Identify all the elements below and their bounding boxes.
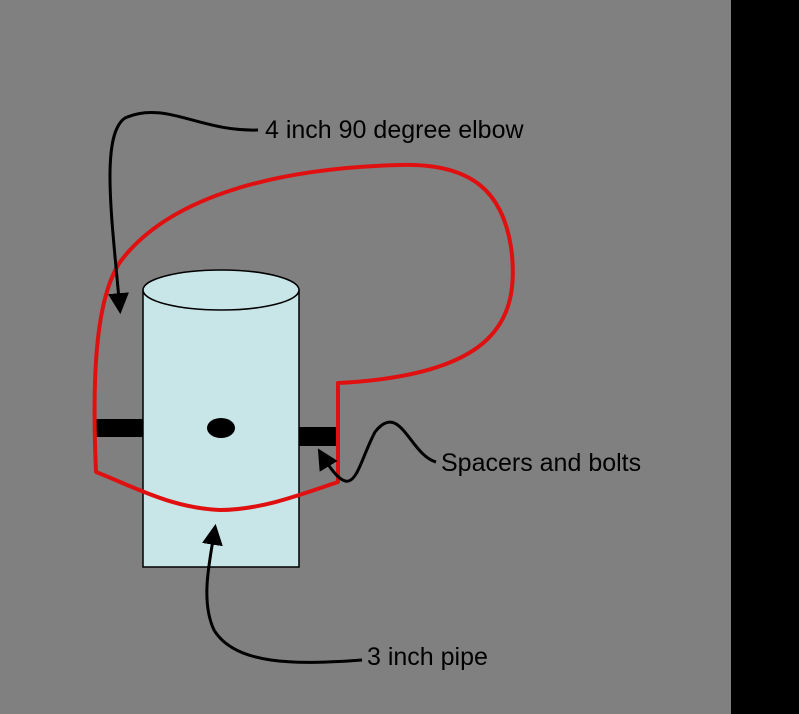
elbow-arrow [108,110,259,315]
pipe-arrow [202,523,363,664]
spacer-right [299,427,337,446]
pipe-top [142,269,300,311]
pipe-label: 3 inch pipe [367,643,488,671]
elbow-outline [92,162,515,512]
spacers-label: Spacers and bolts [441,449,641,477]
background-panel [0,0,731,714]
bolt-hole [207,418,235,438]
spacers-arrow [317,420,437,483]
elbow-label: 4 inch 90 degree elbow [265,116,524,144]
pipe-cylinder [142,269,300,568]
spacer-left [96,419,143,437]
